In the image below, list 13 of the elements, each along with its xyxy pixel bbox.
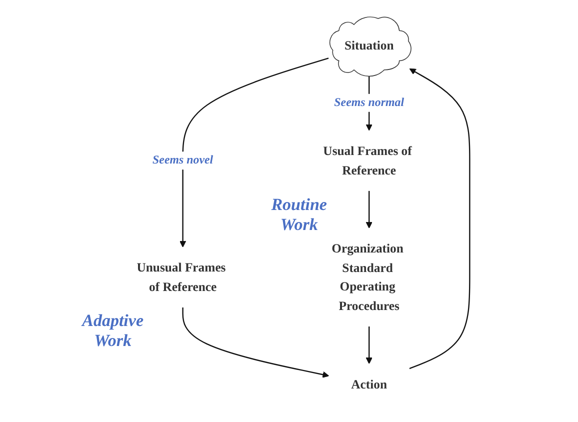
node-text: Unusual Frames of Reference xyxy=(136,260,226,294)
edge-label: Seems novel xyxy=(152,154,214,167)
work-type-label: Adaptive Work xyxy=(80,311,144,352)
arrow xyxy=(409,68,470,370)
node-text: Usual Frames of Reference xyxy=(323,144,412,178)
node-text: Action xyxy=(351,377,388,392)
arrow xyxy=(180,58,329,248)
arrow xyxy=(182,307,330,378)
arrow xyxy=(366,190,372,228)
arrow xyxy=(366,326,372,364)
node-text: Organization Standard Operating Procedures xyxy=(332,241,404,313)
edge-label: Seems normal xyxy=(334,96,404,109)
work-type-label: Routine Work xyxy=(270,194,328,235)
